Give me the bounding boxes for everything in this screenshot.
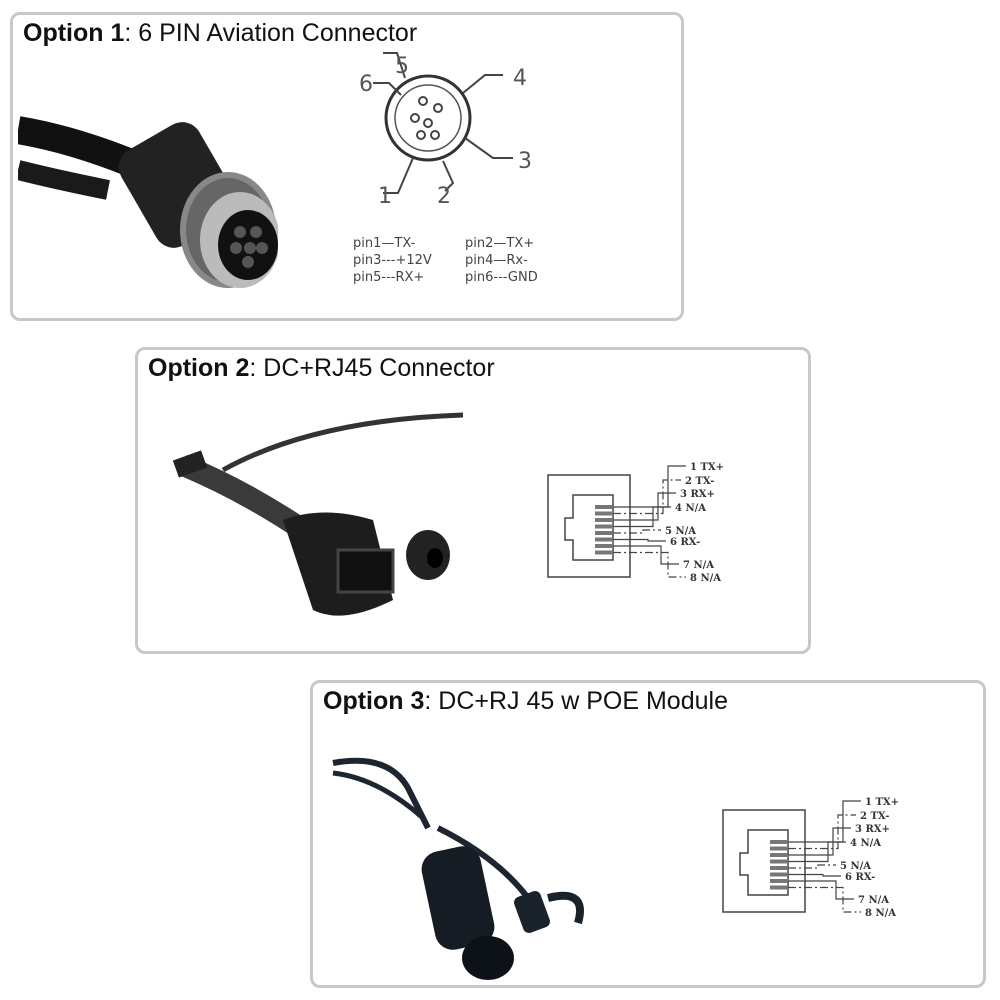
pin-assignment: pin5---RX+ bbox=[353, 270, 425, 285]
option-2-title: Option 2: DC+RJ45 Connector bbox=[148, 354, 495, 383]
rj45-pin-diagram: 1 TX+ 2 TX- 3 RX+ 4 N/A 5 N/A6 RX- 7 N/A 8 N/A bbox=[547, 462, 724, 584]
option-label: Option 3 bbox=[323, 687, 425, 715]
contact bbox=[770, 866, 788, 870]
contact bbox=[770, 885, 788, 890]
rj45-pin-label: 2 TX- bbox=[860, 811, 889, 822]
pin-assignment: pin1—TX- bbox=[353, 236, 416, 251]
option-label: Option 1 bbox=[23, 19, 125, 47]
rj45-pin-label: 2 TX- bbox=[685, 476, 714, 487]
contact bbox=[770, 872, 788, 877]
option-name: : DC+RJ45 Connector bbox=[249, 354, 495, 382]
pin-number: 3 bbox=[518, 149, 532, 174]
contact bbox=[770, 846, 788, 851]
pin-wire bbox=[613, 538, 666, 542]
pin-assignment: pin6---GND bbox=[465, 270, 538, 285]
option-1-panel: Option 1: 6 PIN Aviation Connector 5 6 4… bbox=[10, 12, 684, 321]
rj45-pin-label: 1 TX+ bbox=[690, 462, 724, 473]
pin-wire bbox=[613, 506, 671, 528]
rj45-pin-label: 5 N/A bbox=[840, 861, 871, 872]
pin-wire bbox=[788, 814, 856, 850]
option-name: : DC+RJ 45 w POE Module bbox=[424, 687, 728, 715]
pin-wire bbox=[613, 479, 681, 515]
rj45-pin-label: 6 RX- bbox=[845, 872, 875, 883]
rj45-pin-label: 8 N/A bbox=[690, 573, 721, 584]
contact bbox=[770, 859, 788, 864]
contact bbox=[595, 537, 613, 542]
contact bbox=[595, 524, 613, 529]
pin-wire bbox=[613, 465, 686, 508]
option-label: Option 2 bbox=[148, 354, 250, 382]
rj45-pin-label: 6 RX- bbox=[670, 537, 700, 548]
contact bbox=[770, 840, 788, 844]
jack-socket bbox=[739, 829, 789, 896]
option-3-panel: Option 3: DC+RJ 45 w POE Module 1 TX+ 2 T… bbox=[310, 680, 986, 988]
contact bbox=[595, 511, 613, 516]
contact bbox=[595, 505, 613, 509]
pin-wire bbox=[788, 873, 841, 877]
pin-wire bbox=[613, 529, 661, 534]
pin-wire bbox=[788, 841, 846, 863]
contact bbox=[595, 550, 613, 555]
pin-wire bbox=[613, 545, 679, 565]
rj45-pin-label: 4 N/A bbox=[850, 838, 881, 849]
pin-wire bbox=[613, 551, 686, 578]
rj45-pin-label: 4 N/A bbox=[675, 503, 706, 514]
aviation-pin-diagram: 5 6 4 3 1 2 bbox=[359, 52, 532, 203]
pin-assignment: pin2—TX+ bbox=[465, 236, 535, 251]
rj45-pin-label: 7 N/A bbox=[858, 895, 889, 906]
pin-number: 2 bbox=[437, 184, 451, 203]
pin-assignment: pin3---+12V bbox=[353, 253, 432, 268]
rj45-pin-diagram: 1 TX+ 2 TX- 3 RX+ 4 N/A 5 N/A6 RX- 7 N/A 8 N/A bbox=[722, 797, 899, 919]
rj45-pin-label: 5 N/A bbox=[665, 526, 696, 537]
pin-wire bbox=[788, 864, 836, 869]
contact bbox=[770, 853, 788, 857]
contact bbox=[595, 518, 613, 522]
rj45-pin-label: 8 N/A bbox=[865, 908, 896, 919]
rj45-pin-label: 7 N/A bbox=[683, 560, 714, 571]
pin-wire bbox=[788, 886, 861, 913]
rj45-pin-label: 3 RX+ bbox=[855, 824, 890, 835]
option-1-title: Option 1: 6 PIN Aviation Connector bbox=[23, 19, 417, 48]
pin-wire bbox=[788, 880, 854, 900]
rj45-pin-label: 1 TX+ bbox=[865, 797, 899, 808]
pin-wire bbox=[788, 800, 861, 843]
pin-assignment-list: pin1—TX- pin2—TX+ pin3---+12V pin4—Rx- p… bbox=[353, 235, 575, 286]
jack-socket bbox=[564, 494, 614, 561]
pin-number: 1 bbox=[378, 184, 392, 203]
option-2-panel: Option 2: DC+RJ45 Connector 1 TX+ 2 TX- 3 … bbox=[135, 347, 811, 654]
option-3-title: Option 3: DC+RJ 45 w POE Module bbox=[323, 687, 728, 716]
aviation-connector-photo bbox=[18, 116, 278, 288]
contact bbox=[770, 879, 788, 883]
pin-number: 5 bbox=[395, 54, 409, 79]
rj45-cable-photo bbox=[172, 412, 464, 616]
contact bbox=[595, 544, 613, 548]
option-name: : 6 PIN Aviation Connector bbox=[124, 19, 418, 47]
rj45-pin-label: 3 RX+ bbox=[680, 489, 715, 500]
pin-assignment: pin4—Rx- bbox=[465, 253, 528, 268]
pin-number: 6 bbox=[359, 72, 373, 97]
pin-number: 4 bbox=[513, 66, 527, 91]
contact bbox=[595, 531, 613, 535]
poe-module-cable-photo bbox=[332, 757, 584, 980]
